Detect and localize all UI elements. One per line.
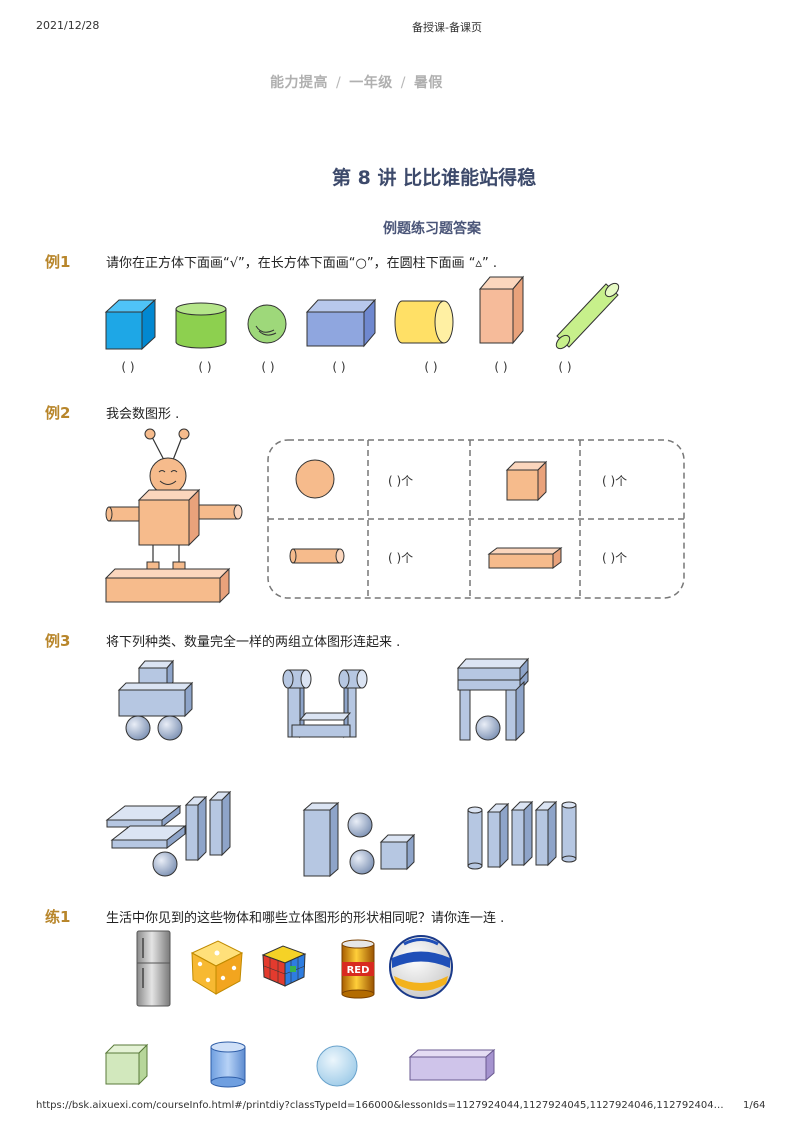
example-1-question: 请你在正方体下面画“√”，在长方体下面画“○”，在圆柱下面画 “▵” .	[106, 256, 497, 271]
count-blank[interactable]: ( )个	[388, 474, 414, 488]
answer-blank[interactable]: ( )	[261, 360, 275, 374]
example-1-label: 例1	[45, 253, 71, 271]
fridge-image	[136, 930, 171, 1007]
cylinder-shape	[394, 300, 454, 344]
cylinder-icon	[210, 1041, 246, 1088]
breadcrumb-separator: /	[336, 75, 342, 91]
dice-image	[190, 940, 244, 995]
example-2-question: 我会数图形 .	[106, 407, 180, 422]
answer-blank[interactable]: ( )	[198, 360, 212, 374]
breadcrumb-item: 暑假	[413, 75, 443, 91]
answer-blank[interactable]: ( )	[494, 360, 508, 374]
breadcrumb-separator: /	[400, 75, 406, 91]
shape-group[interactable]	[282, 669, 368, 739]
shape-group[interactable]	[105, 790, 232, 877]
shape-group[interactable]	[467, 800, 577, 870]
lesson-title: 第 8 讲 比比谁能站得稳	[332, 167, 537, 189]
count-blank[interactable]: ( )个	[602, 551, 628, 565]
sphere-shape	[247, 304, 287, 344]
volleyball-image	[389, 935, 453, 999]
breadcrumb-item: 能力提高	[270, 75, 328, 91]
answer-blank[interactable]: ( )	[558, 360, 572, 374]
cuboid-icon	[487, 547, 563, 569]
print-date: 2021/12/28	[36, 19, 100, 32]
print-page-number: 1/64	[743, 1100, 766, 1111]
count-blank[interactable]: ( )个	[388, 551, 414, 565]
print-page-title: 备授课-备课页	[412, 21, 482, 34]
section-title: 例题练习题答案	[383, 221, 481, 237]
cube-icon	[104, 1043, 149, 1086]
answer-blank[interactable]: ( )	[424, 360, 438, 374]
breadcrumb-item: 一年级	[349, 75, 393, 91]
example-2-label: 例2	[45, 404, 71, 422]
answer-blank[interactable]: ( )	[121, 360, 135, 374]
sphere-icon	[295, 459, 335, 499]
breadcrumb: 能力提高 / 一年级 / 暑假	[270, 72, 443, 92]
cuboid-icon	[408, 1048, 496, 1082]
rubik-cube-image	[261, 945, 307, 987]
practice-1-label: 练1	[45, 908, 71, 926]
example-3-question: 将下列种类、数量完全一样的两组立体图形连起来 .	[106, 635, 401, 650]
sphere-icon	[316, 1045, 358, 1087]
print-footer-url: https://bsk.aixuexi.com/courseInfo.html#…	[36, 1100, 726, 1111]
practice-1-question: 生活中你见到的这些物体和哪些立体图形的形状相同呢？请你连一连 .	[106, 911, 505, 926]
shape-group[interactable]	[117, 659, 194, 741]
cylinder-icon	[289, 548, 345, 564]
shape-group[interactable]	[302, 801, 416, 878]
cube-icon	[505, 460, 548, 502]
shape-group[interactable]	[456, 657, 530, 742]
can-image: RED	[341, 939, 375, 999]
can-label: RED	[347, 965, 370, 976]
example-3-label: 例3	[45, 632, 71, 650]
cuboid-shape	[478, 275, 525, 345]
cylinder-shape	[175, 302, 227, 349]
cube-shape	[104, 298, 157, 351]
answer-blank[interactable]: ( )	[332, 360, 346, 374]
cuboid-shape	[305, 298, 377, 348]
cylinder-shape	[555, 282, 620, 350]
count-blank[interactable]: ( )个	[602, 474, 628, 488]
